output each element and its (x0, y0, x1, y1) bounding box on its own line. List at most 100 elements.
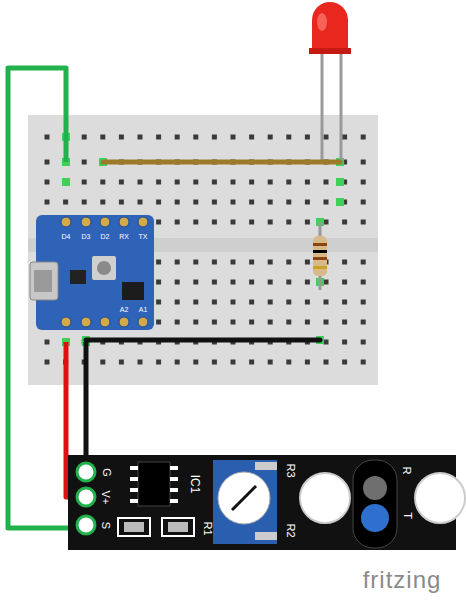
breadboard-hole (82, 160, 87, 165)
breadboard-hole (212, 200, 217, 205)
led-rim (309, 48, 351, 54)
header-pad (100, 317, 110, 327)
ic-pins (130, 466, 178, 503)
part-label: R2 (285, 523, 296, 537)
pin (77, 488, 95, 506)
breadboard-hole (193, 280, 198, 285)
header-pad (138, 217, 148, 227)
breadboard-hole (286, 135, 291, 140)
breadboard-hole (45, 360, 50, 365)
pin (77, 516, 95, 534)
pin (77, 463, 95, 481)
breadboard-hole (361, 180, 366, 185)
breadboard-hole (156, 135, 161, 140)
smd-resistor-body (168, 522, 188, 532)
pin-label: S (101, 521, 112, 528)
breadboard-hole (231, 360, 236, 365)
breadboard-hole (231, 220, 236, 225)
breadboard-hole (361, 160, 366, 165)
breadboard-hole (156, 320, 161, 325)
breadboard-hole (361, 340, 366, 345)
breadboard-hole (138, 360, 143, 365)
breadboard-hole (249, 280, 254, 285)
breadboard-hole (175, 200, 180, 205)
breadboard-hole (249, 180, 254, 185)
breadboard-hole (193, 320, 198, 325)
breadboard-hole (268, 300, 273, 305)
header-pad (81, 317, 91, 327)
breadboard-hole (193, 200, 198, 205)
breadboard-hole (138, 200, 143, 205)
header-pad (61, 317, 71, 327)
header-pad (100, 217, 110, 227)
breadboard-hole (249, 320, 254, 325)
breadboard-hole (342, 280, 347, 285)
wire-brown (103, 160, 340, 165)
breadboard-hole (324, 220, 329, 225)
pin-label: TX (139, 233, 148, 240)
breadboard-hole-active (336, 178, 344, 186)
breadboard-hole (305, 180, 310, 185)
breadboard-hole (342, 340, 347, 345)
breadboard-hole (361, 280, 366, 285)
pin-label: A2 (120, 306, 129, 313)
breadboard-hole (138, 135, 143, 140)
breadboard-hole (268, 200, 273, 205)
ir-lens (363, 476, 387, 500)
breadboard-hole (45, 160, 50, 165)
part-label: T (401, 512, 412, 519)
breadboard-hole (212, 320, 217, 325)
breadboard-hole (193, 180, 198, 185)
potentiometer (213, 460, 277, 544)
potentiometer-pin (255, 532, 277, 540)
part-label: R3 (285, 463, 296, 477)
breadboard-hole (286, 320, 291, 325)
part-label: R (401, 466, 412, 474)
breadboard-hole (305, 280, 310, 285)
breadboard-hole (305, 200, 310, 205)
breadboard-hole (249, 360, 254, 365)
breadboard-hole (82, 135, 87, 140)
breadboard (28, 115, 378, 385)
breadboard-hole (175, 180, 180, 185)
breadboard-hole (231, 280, 236, 285)
resistor-band (313, 257, 327, 260)
breadboard-hole (249, 260, 254, 265)
breadboard-hole (193, 360, 198, 365)
potentiometer-slot (232, 486, 256, 510)
breadboard-hole (156, 180, 161, 185)
breadboard-hole (305, 135, 310, 140)
breadboard-hole (342, 135, 347, 140)
potentiometer-knob (218, 472, 270, 524)
pin-label: A1 (139, 306, 148, 313)
breadboard-hole (361, 260, 366, 265)
breadboard-hole (175, 260, 180, 265)
watermark: fritzing (363, 568, 442, 592)
breadboard-hole (82, 200, 87, 205)
breadboard-hole (193, 135, 198, 140)
breadboard-hole (249, 135, 254, 140)
resistor-band (313, 250, 327, 253)
led-leg (340, 50, 343, 162)
breadboard-hole (286, 180, 291, 185)
breadboard-hole (324, 320, 329, 325)
breadboard-hole (324, 340, 329, 345)
pin-label: RX (119, 233, 129, 240)
sensor-module (68, 455, 456, 550)
pin-label: D2 (101, 233, 110, 240)
breadboard-hole (138, 180, 143, 185)
breadboard-hole (305, 300, 310, 305)
potentiometer-pin (255, 462, 277, 470)
breadboard-hole (175, 360, 180, 365)
breadboard-hole (268, 280, 273, 285)
part-label: IC1 (189, 475, 201, 494)
chip (70, 270, 86, 284)
breadboard-hole (119, 135, 124, 140)
breadboard-hole (156, 220, 161, 225)
breadboard-hole (212, 360, 217, 365)
breadboard-hole (324, 360, 329, 365)
breadboard-hole (361, 320, 366, 325)
breadboard-hole (361, 360, 366, 365)
